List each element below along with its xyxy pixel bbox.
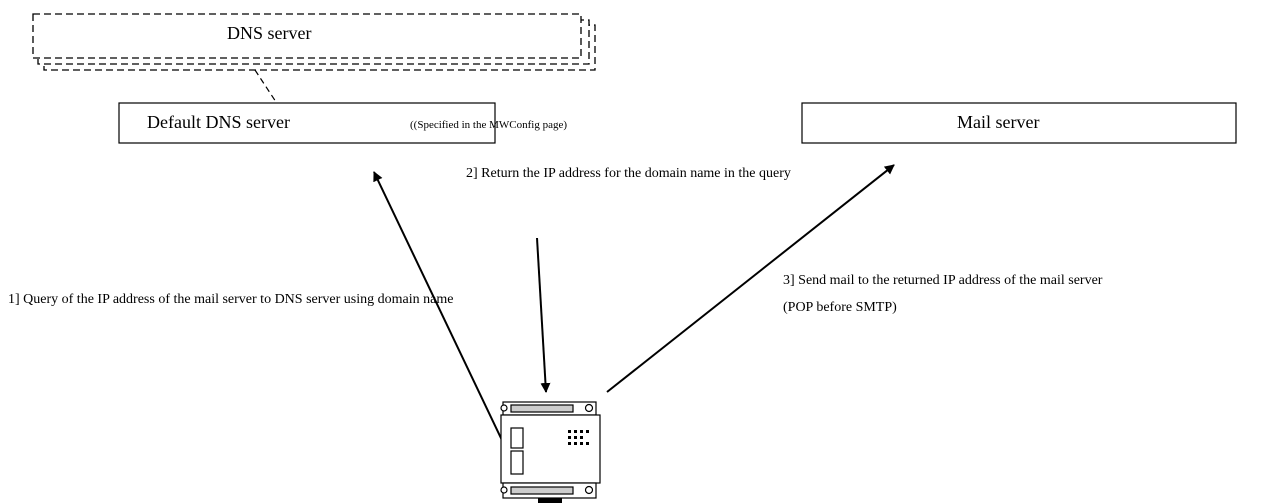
mail-server-box (801, 102, 1237, 144)
dns-server-box-front (32, 13, 582, 59)
default-dns-server-label: Default DNS server (147, 112, 290, 132)
default-dns-server-box (118, 102, 496, 144)
mail-server-label: Mail server (957, 112, 1040, 132)
dns-link-dashed (254, 69, 277, 103)
arrow-send-mail (606, 164, 895, 393)
step-3-label-line1: 3] Send mail to the returned IP address … (783, 273, 1103, 288)
step-1-label: 1] Query of the IP address of the mail s… (8, 292, 454, 307)
dns-server-stack (32, 13, 596, 71)
default-dns-config-note: ((Specified in the MWConfig page) (410, 119, 568, 131)
arrow-query-to-dns (373, 171, 521, 479)
plc-controller-icon (500, 401, 601, 503)
arrow-return-ip (536, 237, 551, 393)
step-2-label: 2] Return the IP address for the domain … (466, 166, 791, 181)
dns-server-label: DNS server (227, 23, 312, 43)
step-3-label-line2: (POP before SMTP) (783, 300, 897, 315)
